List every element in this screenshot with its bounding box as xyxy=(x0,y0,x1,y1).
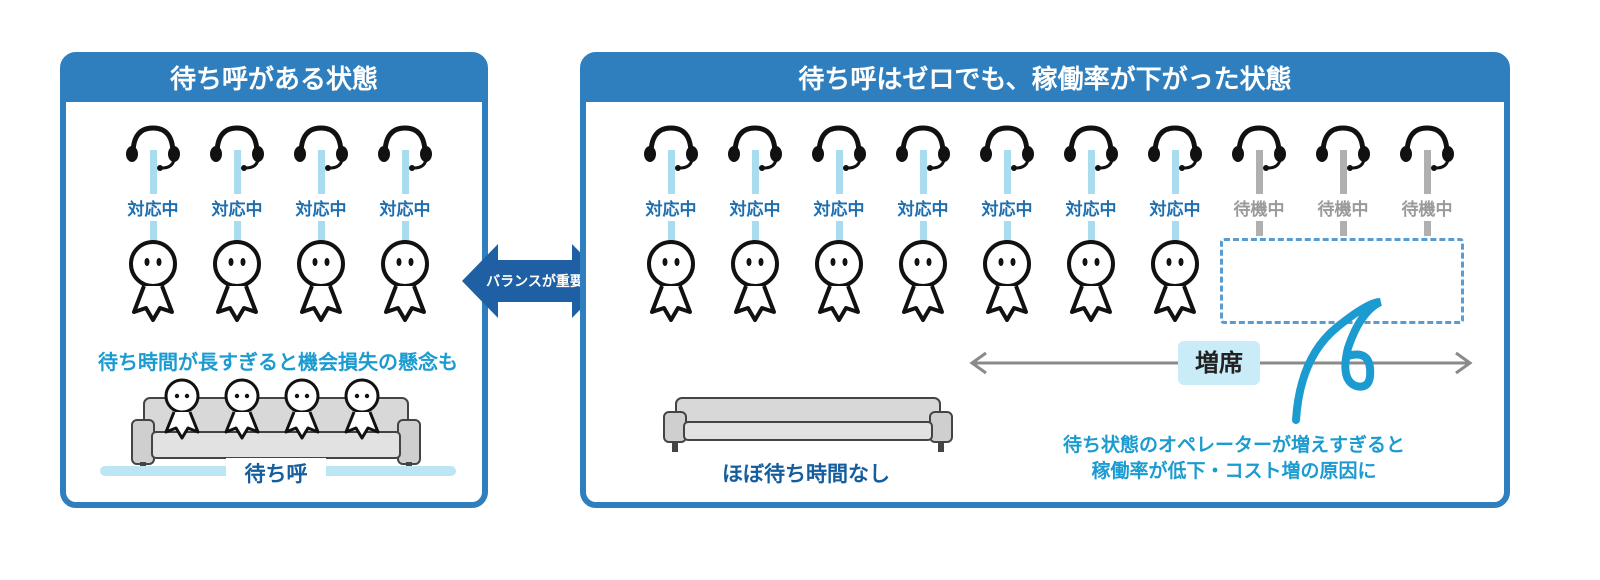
agent: 対応中 xyxy=(972,124,1042,324)
idle-agent: 待機中 xyxy=(1392,124,1462,244)
status-label: 待機中 xyxy=(1392,194,1462,221)
swirl-pointer-icon xyxy=(1292,298,1383,424)
status-label: 対応中 xyxy=(804,194,874,221)
status-label: 待機中 xyxy=(1224,194,1294,221)
headset-icon xyxy=(1400,125,1454,236)
headset-operator-icon xyxy=(728,125,782,322)
status-label: 対応中 xyxy=(636,194,706,221)
right-panel: 待ち呼はゼロでも、稼働率が下がった状態 対応中 xyxy=(580,52,1510,508)
headset-operator-icon xyxy=(980,125,1034,322)
idle-agent: 待機中 xyxy=(1224,124,1294,244)
note-line-2: 稼働率が低下・コスト増の原因に xyxy=(1091,460,1377,482)
agent: 対応中 xyxy=(888,124,958,324)
idle-agent: 待機中 xyxy=(1308,124,1378,244)
agent: 対応中 xyxy=(118,124,188,324)
left-panel-title: 待ち呼がある状態 xyxy=(66,58,482,102)
double-arrow-icon xyxy=(462,244,608,318)
headset-operator-icon xyxy=(1148,125,1202,322)
status-label: 対応中 xyxy=(720,194,790,221)
agent: 対応中 xyxy=(202,124,272,324)
headset-icon xyxy=(1316,125,1370,236)
agent: 対応中 xyxy=(286,124,356,324)
status-label: 対応中 xyxy=(888,194,958,221)
balance-label: バランスが重要 xyxy=(486,274,584,290)
headset-operator-icon xyxy=(210,125,264,322)
queue-label: 待ち呼 xyxy=(226,458,326,488)
status-label: 対応中 xyxy=(286,194,356,221)
headset-operator-icon xyxy=(644,125,698,322)
headset-operator-icon xyxy=(126,125,180,322)
left-panel: 待ち呼がある状態 対応中 対応 xyxy=(60,52,488,508)
right-panel-title: 待ち呼はゼロでも、稼働率が下がった状態 xyxy=(586,58,1504,102)
headset-operator-icon xyxy=(1064,125,1118,322)
agent: 対応中 xyxy=(720,124,790,324)
status-label: 対応中 xyxy=(202,194,272,221)
sofa-caption: ほぼ待ち時間なし xyxy=(722,462,890,486)
status-label: 対応中 xyxy=(370,194,440,221)
note-line-1: 待ち状態のオペレーターが増えすぎると xyxy=(1062,434,1405,456)
headset-operator-icon xyxy=(294,125,348,322)
headset-operator-icon xyxy=(896,125,950,322)
increase-seats-label: 増席 xyxy=(1178,341,1260,385)
status-label: 待機中 xyxy=(1308,194,1378,221)
headset-operator-icon xyxy=(378,125,432,322)
headset-icon xyxy=(1232,125,1286,236)
empty-sofa-icon xyxy=(663,397,953,452)
status-label: 対応中 xyxy=(1056,194,1126,221)
agent: 対応中 xyxy=(370,124,440,324)
agent: 対応中 xyxy=(804,124,874,324)
status-label: 対応中 xyxy=(972,194,1042,221)
status-label: 対応中 xyxy=(1140,194,1210,221)
left-caption: 待ち時間が長すぎると機会損失の懸念も xyxy=(98,350,458,374)
waiting-sofa-icon xyxy=(131,378,421,472)
agent: 対応中 xyxy=(636,124,706,324)
headset-operator-icon xyxy=(812,125,866,322)
status-label: 対応中 xyxy=(118,194,188,221)
agent: 対応中 xyxy=(1140,124,1210,324)
agent: 対応中 xyxy=(1056,124,1126,324)
